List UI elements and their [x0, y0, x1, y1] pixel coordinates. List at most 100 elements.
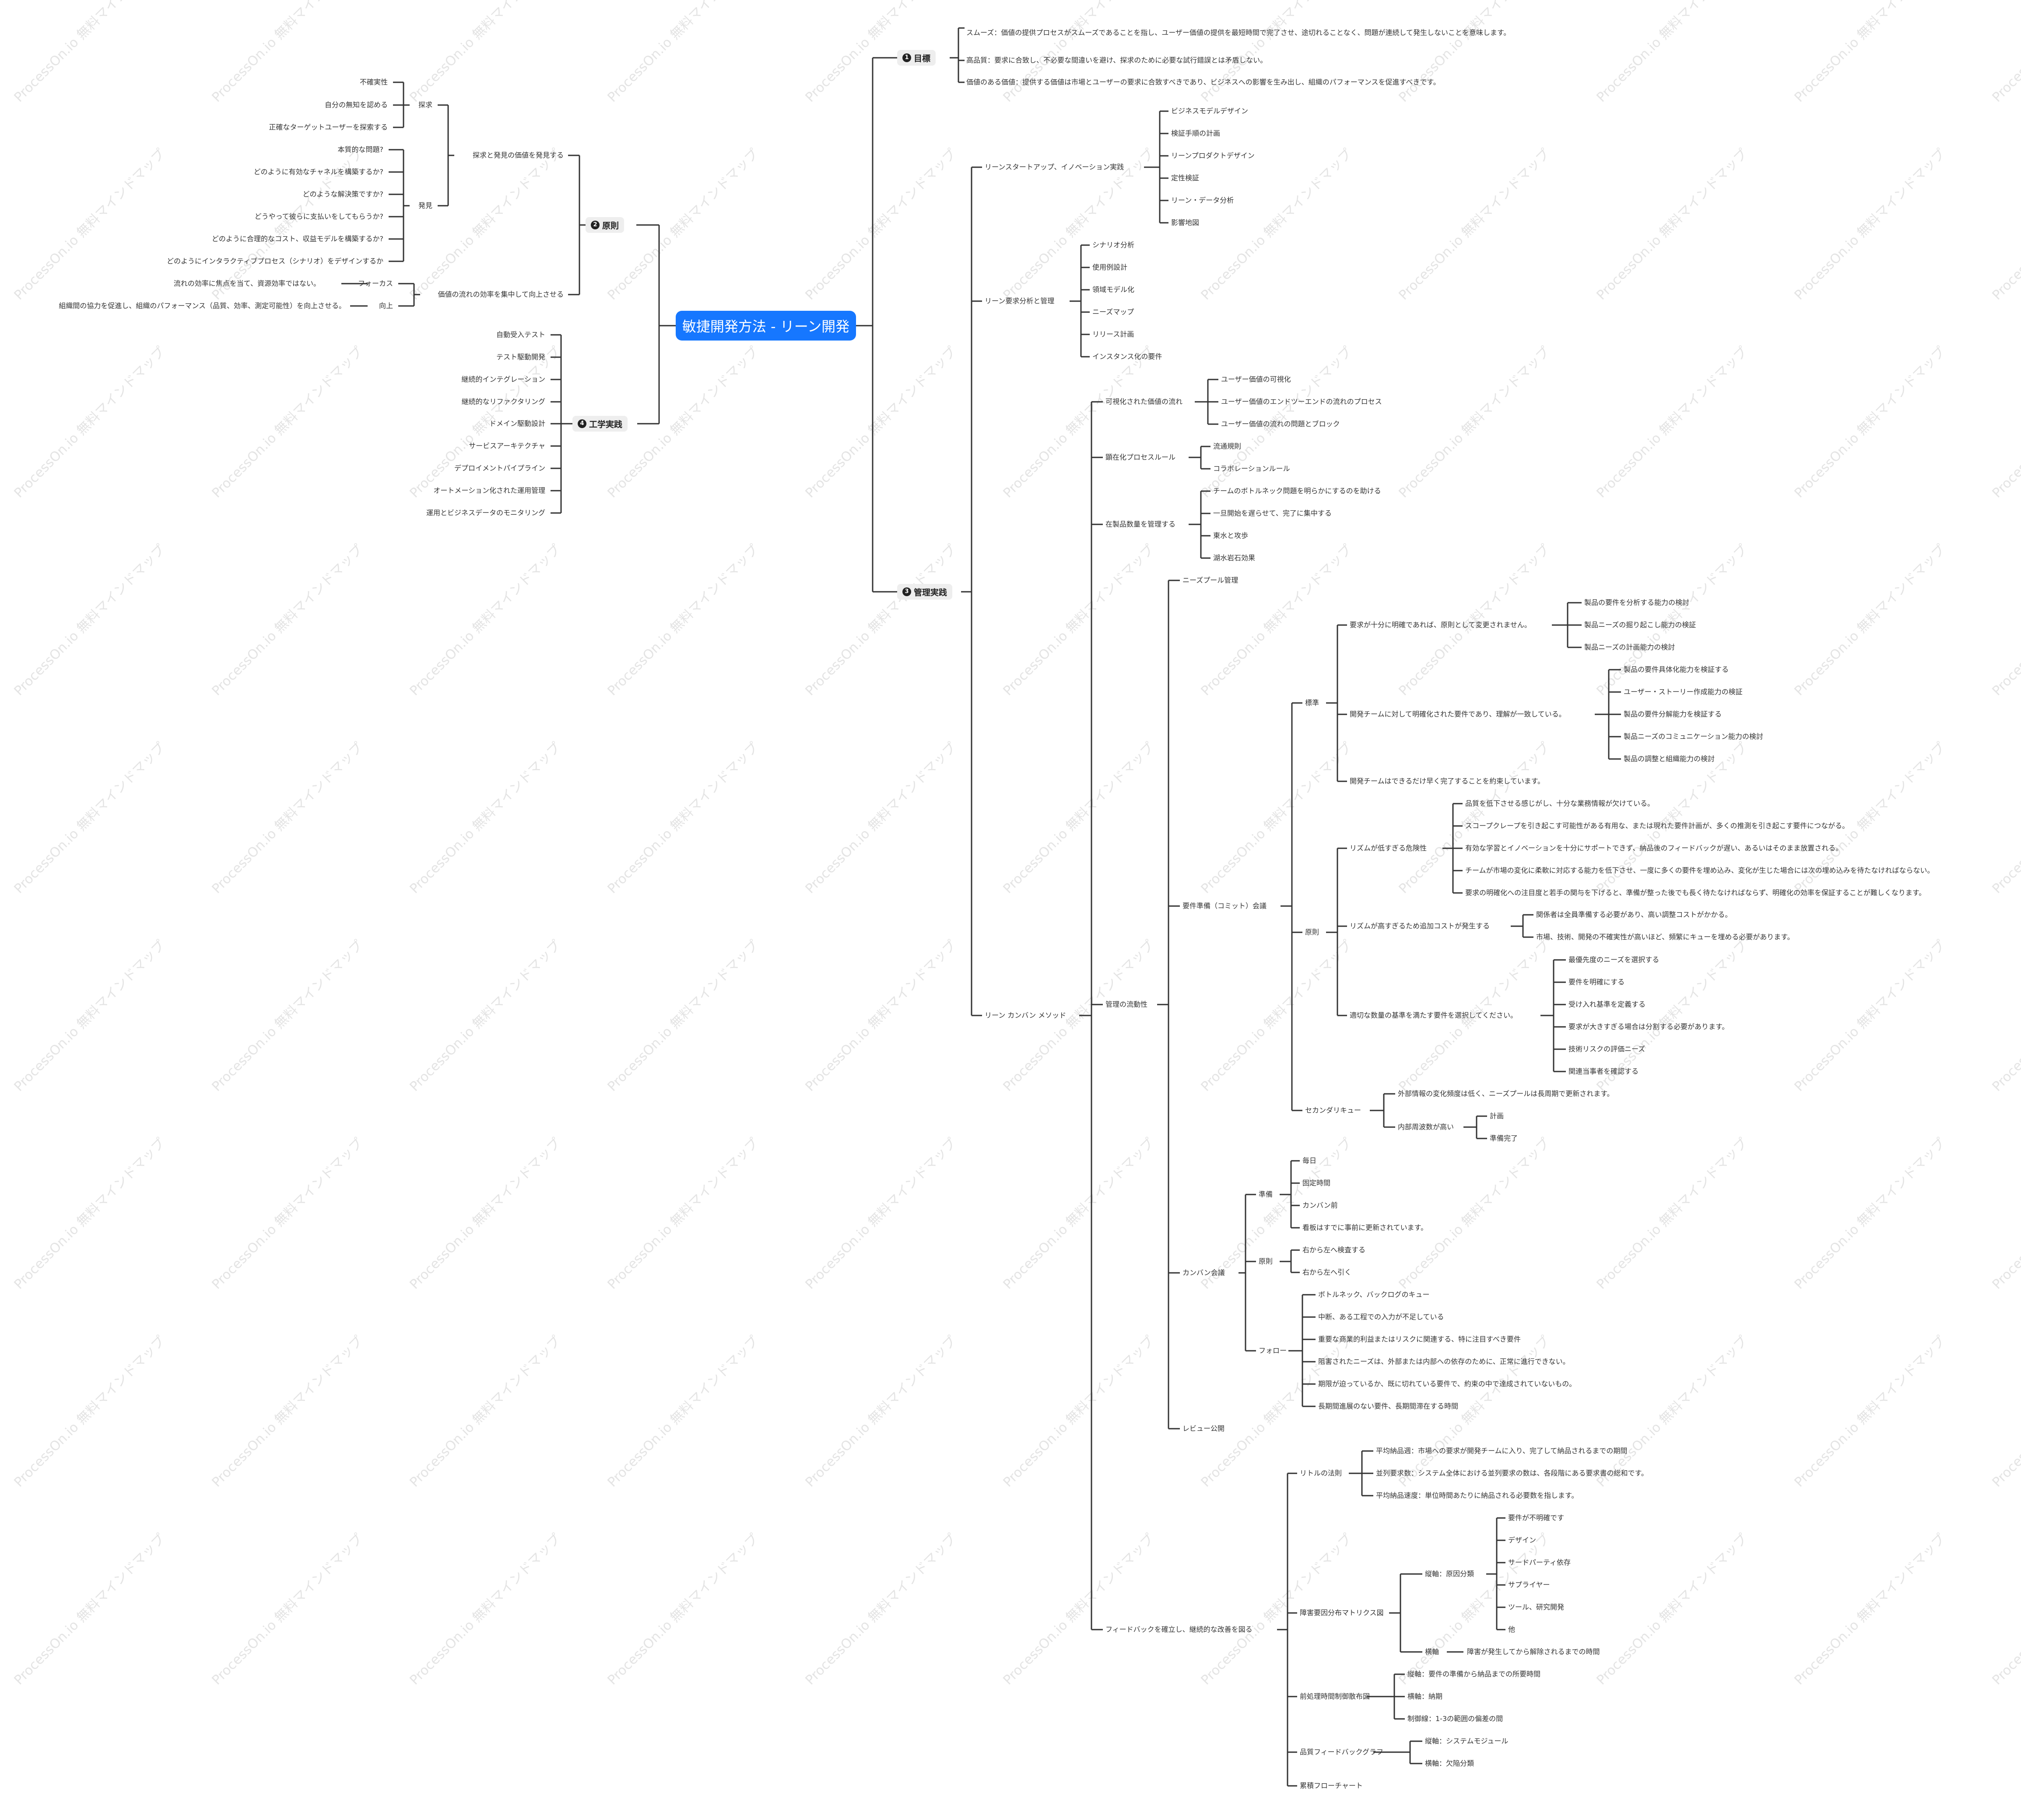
topic-n034[interactable]: ドメイン駆動設計 [489, 419, 545, 428]
topic-n025[interactable]: 向上 [379, 302, 393, 310]
topic-n078[interactable]: 製品の要件を分析する能力の検討 [1584, 598, 1690, 607]
topic-n114[interactable]: カンバン前 [1302, 1201, 1338, 1209]
topic-n136[interactable]: サードパーティ依存 [1508, 1558, 1571, 1567]
topic-n093[interactable]: チームが市場の変化に柔軟に対応する能力を低下させ、一度に多くの要件を埋め込み、変… [1465, 866, 1934, 875]
topic-n071[interactable]: 東水と攻歩 [1213, 531, 1249, 540]
topic-n063[interactable]: ユーザー価値のエンドツーエンドの流れのプロセス [1221, 397, 1382, 406]
topic-n143[interactable]: 縦軸：要件の準備から納品までの所要時間 [1407, 1670, 1541, 1678]
topic-n098[interactable]: 適切な数量の基準を満たす要件を選択してください。 [1350, 1011, 1518, 1019]
topic-n040[interactable]: リーンスタートアップ、イノベーション実践 [985, 163, 1124, 171]
topic-n002[interactable]: 高品質：要求に合致し、不必要な間違いを避け、探求のために必要な試行錯誤とは矛盾し… [966, 56, 1267, 64]
topic-n102[interactable]: 要求が大きすぎる場合は分割する必要があります。 [1568, 1022, 1729, 1031]
topic-n010[interactable]: 探求と発見の価値を発見する [472, 151, 564, 159]
topic-n109[interactable]: 準備完了 [1490, 1134, 1518, 1142]
topic-n139[interactable]: 他 [1508, 1625, 1516, 1634]
topic-n054[interactable]: ニーズマップ [1092, 308, 1134, 316]
topic-n052[interactable]: 使用例設計 [1092, 263, 1128, 271]
topic-n099[interactable]: 最優先度のニーズを選択する [1568, 956, 1660, 964]
topic-n131[interactable]: 平均納品速度：単位時間あたりに納品される必要数を指します。 [1376, 1491, 1579, 1500]
topic-n062[interactable]: ユーザー価値の可視化 [1221, 375, 1291, 383]
topic-n140[interactable]: 横軸 [1425, 1648, 1439, 1656]
topic-n103[interactable]: 技術リスクの評価ニーズ [1568, 1045, 1646, 1053]
topic-n014[interactable]: 正確なターゲットユーザーを探索する [269, 123, 388, 131]
topic-n036[interactable]: デプロイメントパイプライン [454, 464, 545, 472]
topic-n113[interactable]: 固定時間 [1302, 1179, 1331, 1187]
topic-n107[interactable]: 内部周波数が高い [1398, 1123, 1454, 1131]
topic-n075[interactable]: 要件準備（コミット）会議 [1182, 902, 1267, 910]
topic-n124[interactable]: 期限が迫っているか、既に切れている要件で、約束の中で達成されていないもの。 [1318, 1380, 1576, 1388]
topic-n064[interactable]: ユーザー価値の流れの問題とブロック [1221, 420, 1340, 428]
topic-n128[interactable]: リトルの法則 [1300, 1469, 1342, 1477]
topic-n146[interactable]: 品質フィードバックグラフ [1300, 1748, 1384, 1756]
topic-n090[interactable]: 品質を低下させる感じがし、十分な業務情報が欠けている。 [1465, 799, 1655, 808]
topic-n076[interactable]: 標準 [1305, 699, 1319, 707]
topic-n117[interactable]: 右から左へ検査する [1302, 1246, 1366, 1254]
topic-n001[interactable]: スムーズ：価値の提供プロセスがスムーズであることを指し、ユーザー価値の提供を最短… [966, 28, 1511, 37]
topic-n137[interactable]: サプライヤー [1508, 1581, 1550, 1589]
topic-n145[interactable]: 制御線：1-3の範囲の偏差の間 [1407, 1715, 1503, 1723]
topic-n134[interactable]: 要件が不明確です [1508, 1514, 1565, 1522]
topic-n020[interactable]: どのように合理的なコスト、収益モデルを構築するか? [211, 235, 383, 243]
topic-n042[interactable]: 検証手順の計画 [1171, 129, 1221, 137]
topic-n046[interactable]: 影響地図 [1171, 218, 1200, 227]
topic-n044[interactable]: 定性検証 [1171, 174, 1200, 182]
topic-n026[interactable]: 組織間の協力を促進し、組織のパフォーマンス（品質、効率、測定可能性）を向上させる… [59, 302, 346, 310]
topic-n066[interactable]: 流通規則 [1213, 442, 1242, 450]
topic-n100[interactable]: 要件を明確にする [1568, 978, 1625, 986]
topic-n083[interactable]: ユーザー・ストーリー作成能力の検証 [1624, 688, 1743, 696]
topic-n016[interactable]: 本質的な問題? [337, 145, 384, 154]
topic-n067[interactable]: コラボレーションルール [1213, 464, 1290, 473]
branch-principles[interactable]: 2 原則 [586, 217, 625, 233]
topic-n056[interactable]: インスタンス化の要件 [1092, 352, 1162, 361]
topic-n122[interactable]: 重要な商業的利益またはリスクに関連する、特に注目すべき要件 [1318, 1335, 1521, 1343]
topic-n065[interactable]: 顕在化プロセスルール [1105, 453, 1176, 461]
topic-n105[interactable]: セカンダリキュー [1305, 1106, 1361, 1114]
root-topic[interactable]: 敏捷開発方法 - リーン開発 [676, 311, 856, 341]
topic-n038[interactable]: 運用とビジネスデータのモニタリング [426, 509, 545, 517]
topic-n106[interactable]: 外部情報の変化頻度は低く、ニーズプールは長周期で更新されます。 [1398, 1089, 1614, 1098]
topic-n147[interactable]: 縦軸：システムモジュール [1425, 1737, 1509, 1745]
topic-n084[interactable]: 製品の要件分解能力を検証する [1624, 710, 1722, 718]
topic-n126[interactable]: レビュー公開 [1182, 1424, 1225, 1433]
topic-n003[interactable]: 価値のある価値：提供する価値は市場とユーザーの要求に合致すべきであり、ビジネスへ… [966, 78, 1440, 86]
topic-n089[interactable]: リズムが低すぎる危険性 [1350, 844, 1427, 852]
topic-n019[interactable]: どうやって彼らに支払いをしてもらうか? [254, 212, 383, 221]
topic-n082[interactable]: 製品の要件具体化能力を検証する [1624, 665, 1729, 674]
topic-n018[interactable]: どのような解決策ですか? [302, 190, 384, 198]
topic-n011[interactable]: 探求 [418, 101, 432, 109]
topic-n072[interactable]: 湖水岩石効果 [1213, 554, 1256, 562]
topic-n023[interactable]: フォーカス [358, 279, 393, 288]
topic-n112[interactable]: 毎日 [1302, 1156, 1317, 1165]
topic-n037[interactable]: オートメーション化された運用管理 [433, 486, 545, 495]
topic-n055[interactable]: リリース計画 [1092, 330, 1134, 338]
topic-n116[interactable]: 原則 [1259, 1257, 1273, 1265]
topic-n021[interactable]: どのようにインタラクティブプロセス（シナリオ）をデザインするか [166, 257, 383, 265]
topic-n012[interactable]: 不確実性 [359, 78, 388, 86]
topic-n081[interactable]: 開発チームに対して明確化された要件であり、理解が一致している。 [1350, 710, 1566, 718]
topic-n077[interactable]: 要求が十分に明確であれば、原則として変更されません。 [1350, 621, 1531, 629]
topic-n115[interactable]: 看板はすでに事前に更新されています。 [1302, 1223, 1428, 1232]
topic-n085[interactable]: 製品ニーズのコミュニケーション能力の検討 [1624, 732, 1763, 741]
topic-n119[interactable]: フォロー [1259, 1346, 1287, 1355]
topic-n079[interactable]: 製品ニーズの掘り起こし能力の検証 [1584, 621, 1696, 629]
topic-n108[interactable]: 計画 [1490, 1112, 1504, 1120]
topic-n133[interactable]: 縦軸：原因分類 [1425, 1570, 1474, 1578]
topic-n094[interactable]: 要求の明確化への注目度と若手の関与を下げると、準備が整った後でも長く待たなければ… [1465, 889, 1926, 897]
topic-n149[interactable]: 累積フローチャート [1300, 1781, 1363, 1790]
branch-management-practice[interactable]: 3 管理実践 [897, 584, 953, 600]
topic-n111[interactable]: 準備 [1259, 1190, 1273, 1198]
topic-n035[interactable]: サービスアーキテクチャ [469, 442, 545, 450]
topic-n120[interactable]: ボトルネック、バックログのキュー [1318, 1290, 1430, 1299]
topic-n043[interactable]: リーンプロダクトデザイン [1171, 151, 1255, 160]
topic-n121[interactable]: 中断、ある工程での入力が不足している [1318, 1313, 1444, 1321]
topic-n104[interactable]: 関連当事者を確認する [1568, 1067, 1639, 1075]
topic-n110[interactable]: カンバン会議 [1182, 1268, 1225, 1277]
topic-n015[interactable]: 発見 [418, 201, 432, 210]
topic-n080[interactable]: 製品ニーズの計画能力の検討 [1584, 643, 1675, 651]
topic-n101[interactable]: 受け入れ基準を定義する [1568, 1000, 1646, 1008]
topic-n050[interactable]: リーン要求分析と管理 [985, 297, 1055, 305]
topic-n097[interactable]: 市場、技術、開発の不確実性が高いほど、頻繁にキューを埋める必要があります。 [1536, 933, 1794, 941]
topic-n045[interactable]: リーン・データ分析 [1171, 196, 1234, 204]
topic-n123[interactable]: 阻害されたニーズは、外部または内部への依存のために、正常に進行できない。 [1318, 1357, 1570, 1366]
topic-n086[interactable]: 製品の調整と組織能力の検討 [1624, 755, 1715, 763]
